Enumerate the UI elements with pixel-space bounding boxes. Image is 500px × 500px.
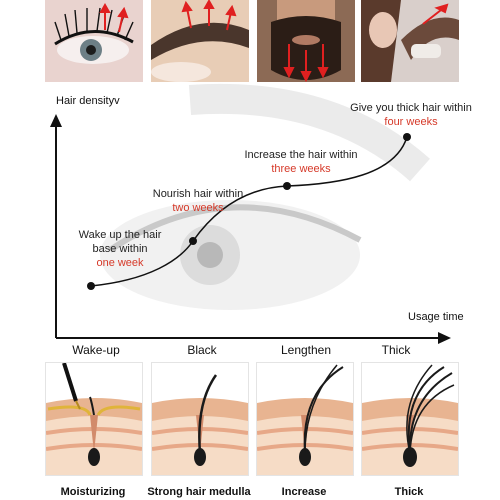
caption-thick: Thick [394, 486, 424, 498]
stage-wake-up: Wake-up [72, 343, 120, 357]
stage-thick: Thick [381, 343, 411, 357]
hair-photo [361, 0, 459, 82]
moisturizing-illustration [45, 362, 143, 476]
beard-photo [257, 0, 355, 82]
x-axis-label: Usage time [408, 311, 464, 323]
chart-canvas [50, 83, 451, 344]
caption-increase: Increase [281, 486, 327, 498]
annotation-line: base within [92, 243, 148, 255]
stage-lengthen: Lengthen [280, 343, 332, 357]
growth-curve [90, 136, 408, 287]
annotation-one-week: Wake up the hair base within one week [64, 228, 176, 270]
hair-medulla-illustration [151, 362, 249, 476]
increase-illustration [256, 362, 354, 476]
eyebrow-photo [151, 0, 249, 82]
point-one-week [87, 282, 95, 290]
point-four-weeks [403, 133, 411, 141]
x-axis-arrow [438, 332, 451, 344]
point-two-weeks [189, 237, 197, 245]
caption-strong-hair-medulla: Strong hair medulla [147, 486, 251, 498]
annotation-highlight: two weeks [172, 202, 224, 214]
thick-illustration [361, 362, 459, 476]
annotation-line: Wake up the hair [78, 229, 162, 241]
annotation-line: Increase the hair within [244, 149, 358, 161]
annotation-three-weeks: Increase the hair within three weeks [233, 148, 369, 176]
annotation-highlight: one week [96, 257, 144, 269]
y-axis-label: Hair densityv [56, 95, 120, 107]
annotation-highlight: four weeks [384, 116, 438, 128]
stage-black: Black [187, 343, 217, 357]
annotation-line: Give you thick hair within [350, 102, 472, 114]
annotation-four-weeks: Give you thick hair within four weeks [338, 101, 484, 129]
annotation-highlight: three weeks [271, 163, 331, 175]
point-three-weeks [283, 182, 291, 190]
annotation-line: Nourish hair within [152, 188, 244, 200]
eyelash-photo [45, 0, 143, 82]
caption-moisturizing: Moisturizing [60, 486, 126, 498]
annotation-two-weeks: Nourish hair within two weeks [142, 187, 254, 215]
y-axis-arrow [50, 114, 62, 127]
